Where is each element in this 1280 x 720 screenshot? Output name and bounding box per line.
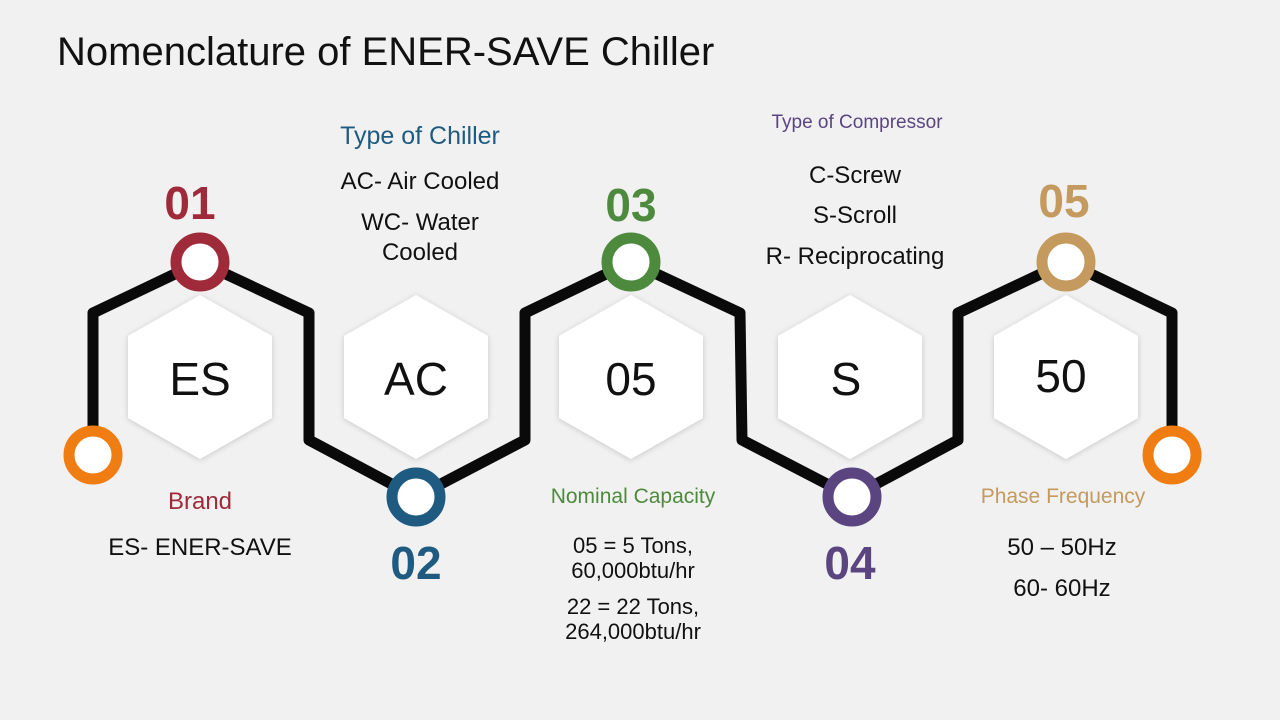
desc-chiller-line-2: WC- Water	[361, 209, 479, 236]
desc-frequency-line-2: 60- 60Hz	[1013, 575, 1111, 602]
desc-frequency-line-1: 50 – 50Hz	[1007, 534, 1117, 561]
desc-chiller-line-1: AC- Air Cooled	[340, 168, 500, 195]
desc-brand-line-1: ES- ENER-SAVE	[108, 534, 292, 561]
code-s: S	[831, 353, 862, 405]
desc-compressor-line-2: S-Scroll	[812, 202, 897, 229]
hexagon-05	[559, 295, 703, 459]
start-node	[63, 425, 123, 485]
node-04	[822, 467, 882, 527]
hexagon-ac	[344, 295, 488, 459]
category-brand: Brand	[167, 488, 233, 515]
code-ac: AC	[384, 353, 448, 405]
node-03	[601, 232, 661, 292]
node-01	[170, 232, 230, 292]
category-phase-frequency: Phase Frequency	[980, 485, 1146, 508]
desc-capacity-line-4: 264,000btu/hr	[565, 619, 701, 644]
code-05: 05	[605, 353, 656, 405]
hexagon-50	[994, 295, 1138, 459]
desc-capacity-line-2: 60,000btu/hr	[571, 558, 695, 583]
step-number-03: 03	[605, 179, 657, 231]
code-es: ES	[169, 353, 230, 405]
category-nominal-capacity: Nominal Capacity	[550, 485, 716, 508]
step-number-04: 04	[824, 537, 876, 589]
category-type-of-chiller: Type of Chiller	[340, 122, 500, 150]
desc-capacity-line-1: 05 = 5 Tons,	[572, 533, 694, 558]
hexagon-es	[128, 295, 272, 459]
category-type-of-compressor: Type of Compressor	[771, 112, 943, 133]
page-title: Nomenclature of ENER-SAVE Chiller	[57, 30, 715, 74]
desc-compressor-line-1: C-Screw	[808, 162, 901, 189]
end-node	[1142, 425, 1202, 485]
node-02	[386, 467, 446, 527]
desc-compressor-line-3: R- Reciprocating	[765, 243, 945, 270]
step-number-02: 02	[390, 537, 442, 589]
node-05	[1036, 232, 1096, 292]
step-number-05: 05	[1038, 175, 1090, 227]
hexagon-s	[778, 295, 922, 459]
step-number-01: 01	[164, 177, 216, 229]
desc-capacity-line-3: 22 = 22 Tons,	[566, 594, 700, 619]
code-50: 50	[1035, 350, 1086, 402]
desc-chiller-line-3: Cooled	[381, 239, 459, 266]
